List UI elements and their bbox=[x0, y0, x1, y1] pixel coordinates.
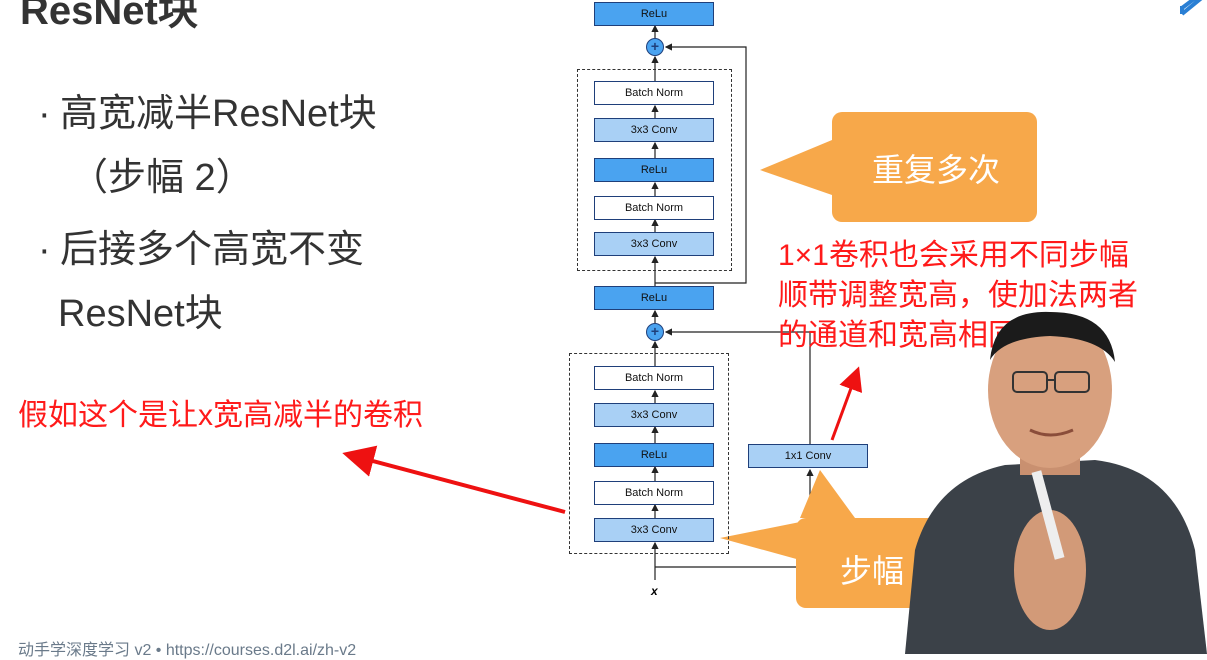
bullet-2-line2: ResNet块 bbox=[58, 293, 223, 335]
upper-relu: ReLu bbox=[594, 158, 714, 182]
lower-residual-block bbox=[569, 353, 729, 554]
upper-residual-block bbox=[577, 69, 732, 271]
red-note-right-line1: 1×1卷积也会采用不同步幅 bbox=[778, 239, 1129, 272]
bullet-1-line2: （步幅 2） bbox=[70, 157, 254, 199]
d2l-logo-icon bbox=[1180, 0, 1203, 16]
bullet-dot: · bbox=[38, 229, 51, 271]
lower-conv-2: 3x3 Conv bbox=[594, 403, 714, 427]
lower-bn-2: Batch Norm bbox=[594, 366, 714, 390]
top-relu-node: ReLu bbox=[594, 2, 714, 26]
bullet-1: ·高宽减半ResNet块 bbox=[38, 82, 377, 146]
upper-bn-2: Batch Norm bbox=[594, 81, 714, 105]
upper-conv-2: 3x3 Conv bbox=[594, 118, 714, 142]
red-note-right-line3: 的通道和宽高相同 bbox=[778, 319, 1018, 352]
repeat-callout-text: 重复多次 bbox=[872, 152, 1001, 188]
input-x-label: x bbox=[651, 584, 658, 598]
upper-bn-1: Batch Norm bbox=[594, 196, 714, 220]
red-note-right: 1×1卷积也会采用不同步幅 顺带调整宽高，使加法两者 的通道和宽高相同 bbox=[778, 236, 1138, 356]
lower-bn-1: Batch Norm bbox=[594, 481, 714, 505]
lower-relu: ReLu bbox=[594, 443, 714, 467]
repeat-callout: 重复多次 bbox=[832, 112, 1037, 222]
upper-add-node: + bbox=[646, 38, 664, 56]
shortcut-1x1-conv-node: 1x1 Conv bbox=[748, 444, 868, 468]
upper-conv-1: 3x3 Conv bbox=[594, 232, 714, 256]
lower-add-node: + bbox=[646, 323, 664, 341]
red-note-left: 假如这个是让x宽高减半的卷积 bbox=[18, 399, 423, 432]
bullet-1-line1: 高宽减半ResNet块 bbox=[60, 93, 377, 135]
red-note-right-line2: 顺带调整宽高，使加法两者 bbox=[778, 279, 1138, 312]
bullet-dot: · bbox=[38, 93, 51, 135]
presenter-video-overlay bbox=[905, 311, 1207, 654]
slide-title: ResNet块 bbox=[20, 0, 198, 33]
lower-conv-1: 3x3 Conv bbox=[594, 518, 714, 542]
bullet-2: ·后接多个高宽不变 bbox=[38, 218, 364, 282]
middle-relu-node: ReLu bbox=[594, 286, 714, 310]
bullet-2-line1: 后接多个高宽不变 bbox=[60, 229, 365, 271]
